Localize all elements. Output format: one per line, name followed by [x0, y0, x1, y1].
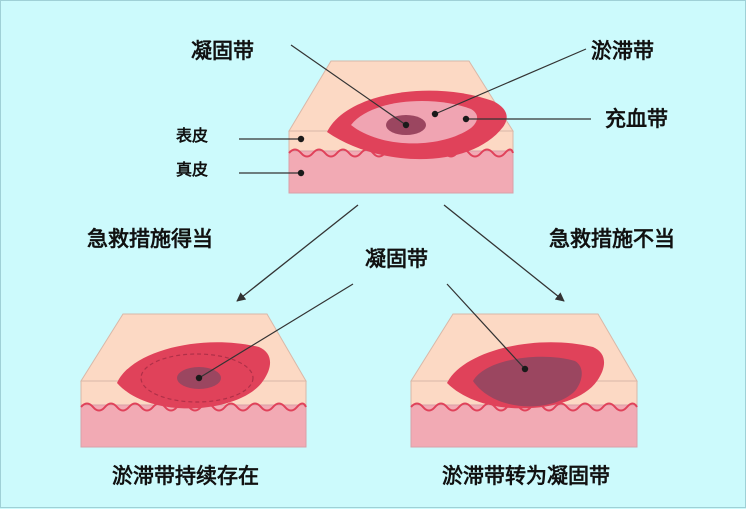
- leader-lines: [198, 44, 591, 379]
- bottom-left-skin-block: [80, 313, 307, 448]
- label-stasis-zone: 淤滞带: [591, 39, 654, 63]
- leader-dots: [195, 110, 529, 382]
- caption-stasis-to-coagulation: 淤滞带转为凝固带: [442, 464, 610, 488]
- label-hyperemia-zone: 充血带: [605, 107, 668, 131]
- label-improper-first-aid: 急救措施不当: [549, 227, 675, 251]
- bottom-right-skin-block: [410, 313, 638, 448]
- caption-stasis-persists: 淤滞带持续存在: [112, 464, 259, 488]
- branch-arrows: [236, 204, 565, 302]
- label-proper-first-aid: 急救措施得当: [87, 227, 213, 251]
- label-coagulation-zone-middle: 凝固带: [365, 247, 428, 271]
- top-skin-block: [288, 60, 514, 194]
- label-dermis: 真皮: [176, 160, 209, 179]
- label-coagulation-zone: 凝固带: [191, 39, 254, 63]
- label-epidermis: 表皮: [176, 126, 209, 145]
